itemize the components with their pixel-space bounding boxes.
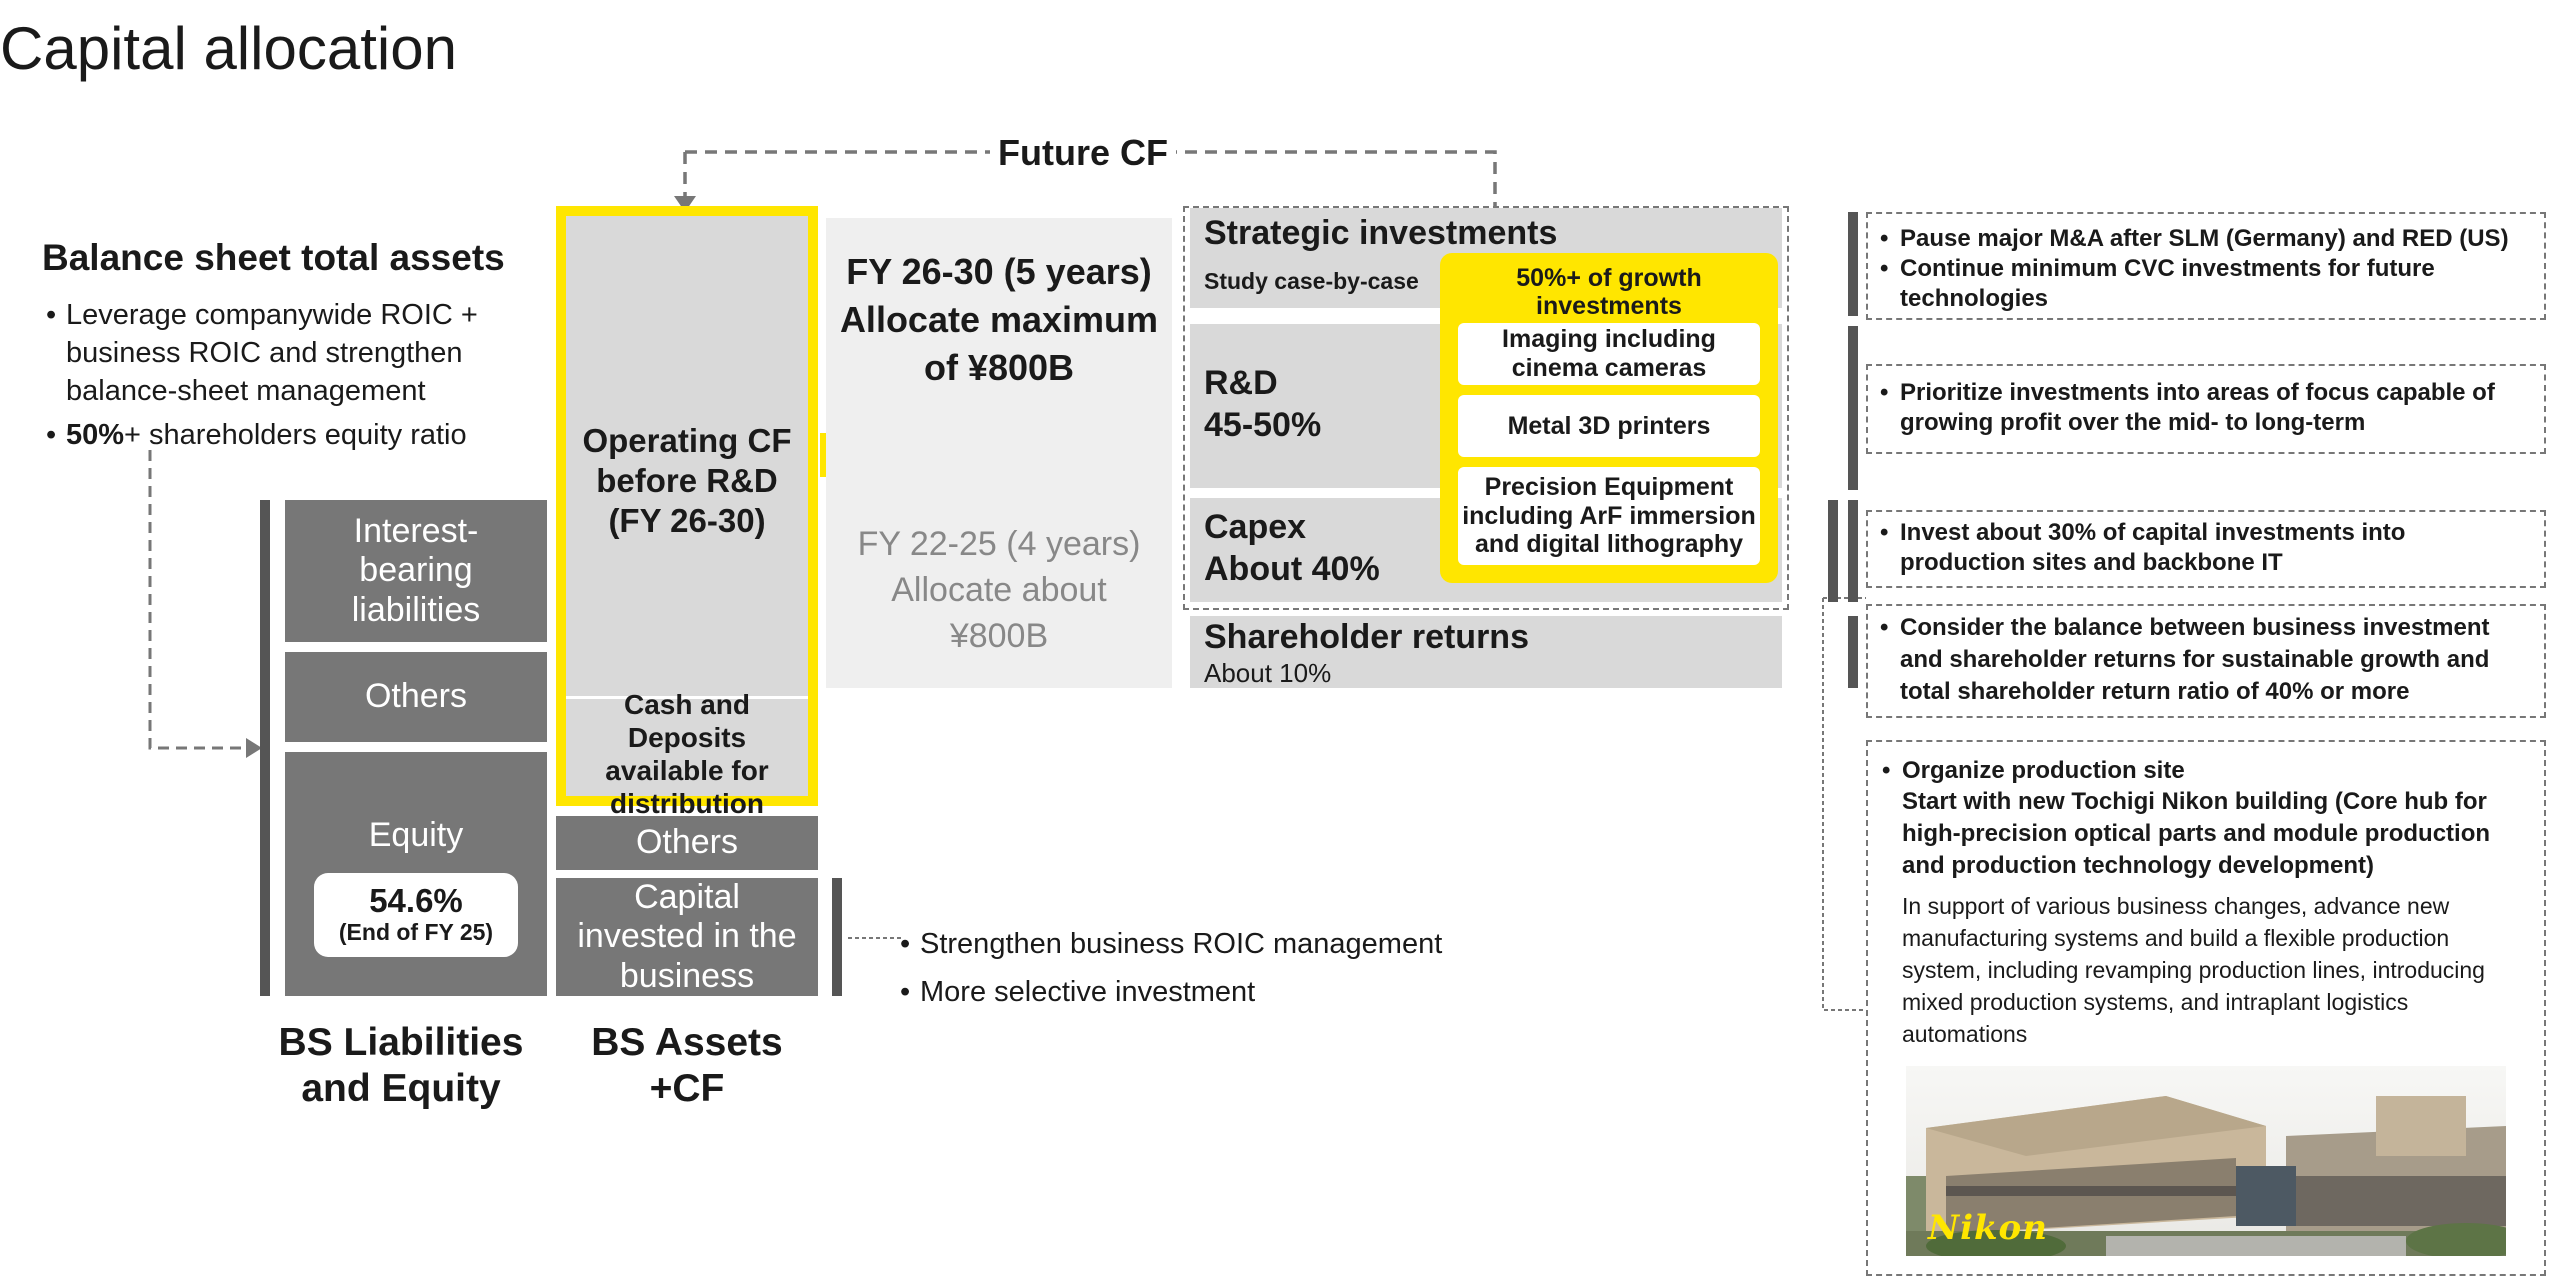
growth-item-imaging: Imaging including cinema cameras [1458, 323, 1760, 385]
shareholder-returns-title: Shareholder returns [1204, 618, 1529, 656]
assets-column-label: BS Assets +CF [591, 1021, 783, 1110]
interest-bearing-liabilities-block: Interest-bearing liabilities [285, 500, 547, 642]
growth-investments-dashed-outline [1183, 206, 1789, 610]
equity-ratio-note: (End of FY 25) [338, 919, 494, 946]
strategic-investments-title: Strategic investments [1204, 214, 1558, 252]
growth-item-precision: Precision Equipment including ArF immers… [1458, 467, 1760, 565]
liabilities-bracket-bar [260, 500, 270, 996]
production-notes-box: Organize production site Start with new … [1866, 740, 2546, 1276]
operating-cf-block: Operating CF before R&D (FY 26-30) Cash … [556, 206, 818, 819]
allocation-previous: FY 22-25 (4 years) Allocate about ¥800B [857, 525, 1141, 655]
capex-bracket-bar-outer [1828, 500, 1838, 602]
growth-investments-title: 50%+ of growth investments [1516, 264, 1702, 320]
capex-note: Invest about 30% of capital investments … [1880, 518, 2532, 578]
equity-ratio-text: + shareholders equity ratio [124, 419, 467, 451]
equity-arrowhead [246, 738, 262, 758]
rd-note: Prioritize investments into areas of foc… [1880, 378, 2532, 438]
production-note-body: In support of various business changes, … [1902, 893, 2485, 1047]
assets-others-block: Others [556, 816, 818, 870]
capex-share: About 40% [1204, 550, 1380, 588]
production-note-title: Organize production site [1882, 756, 2530, 786]
roic-note: More selective investment [900, 968, 1500, 1016]
operating-cf-label: Operating CF before R&D (FY 26-30) [582, 422, 792, 539]
balance-sheet-bullet: Leverage companywide ROIC + business ROI… [46, 296, 546, 410]
tochigi-building-photo: Nikon [1906, 1066, 2506, 1256]
shareholder-note: Consider the balance between business in… [1880, 612, 2532, 708]
production-note-bold: Start with new Tochigi Nikon building (C… [1902, 788, 2491, 879]
liabilities-others-block: Others [285, 652, 547, 742]
strategic-note: Pause major M&A after SLM (Germany) and … [1880, 224, 2532, 254]
capex-notes-box: Invest about 30% of capital investments … [1866, 510, 2546, 588]
equity-block: Equity 54.6% (End of FY 25) [285, 752, 547, 996]
nikon-logo: Nikon [1928, 1208, 2048, 1248]
strategic-bracket-bar [1848, 212, 1858, 316]
page-title: Capital allocation [0, 15, 457, 82]
roic-note: Strengthen business ROIC management [900, 920, 1500, 968]
roic-notes: Strengthen business ROIC management More… [900, 920, 1500, 1016]
shareholder-notes-box: Consider the balance between business in… [1866, 604, 2546, 718]
shareholder-bracket-bar [1848, 616, 1858, 688]
rd-bracket-bar [1848, 326, 1858, 490]
balance-sheet-bullet: 50%+ shareholders equity ratio [46, 416, 546, 454]
balance-sheet-heading: Balance sheet total assets [42, 237, 505, 278]
capital-invested-bracket-bar [832, 878, 842, 996]
allocation-current: FY 26-30 (5 years) Allocate maximum of ¥… [839, 251, 1159, 388]
shareholder-returns-block: Shareholder returns About 10% [1190, 616, 1782, 688]
strategic-investments-sub: Study case-by-case [1204, 268, 1419, 294]
equity-label: Equity [368, 816, 464, 854]
rd-notes-box: Prioritize investments into areas of foc… [1866, 364, 2546, 454]
equity-ratio-target: 50% [66, 419, 125, 451]
equity-ratio-badge: 54.6% (End of FY 25) [314, 873, 518, 958]
rd-title: R&D [1204, 364, 1278, 402]
shareholder-returns-share: About 10% [1204, 658, 1332, 688]
future-cf-label: Future CF [990, 132, 1176, 174]
balance-sheet-bullets: Leverage companywide ROIC + business ROI… [46, 296, 546, 454]
allocation-panel [826, 218, 1172, 688]
capex-title: Capex [1204, 508, 1307, 546]
strategic-note: Continue minimum CVC investments for fut… [1880, 254, 2532, 314]
liabilities-column-label: BS Liabilities and Equity [278, 1021, 524, 1110]
strategic-notes-box: Pause major M&A after SLM (Germany) and … [1866, 212, 2546, 320]
rd-share: 45-50% [1204, 406, 1322, 444]
cash-deposits-label: Cash and Deposits available for distribu… [605, 689, 769, 819]
growth-investments-box: 50%+ of growth investments Imaging inclu… [1440, 253, 1778, 583]
equity-ratio-value: 54.6% [369, 882, 463, 920]
tochigi-building-illustration [1906, 1066, 2506, 1256]
future-cf-arrowhead [674, 196, 696, 212]
capex-bracket-bar [1848, 500, 1858, 602]
capital-invested-block: Capital invested in the business [556, 878, 818, 996]
growth-item-metal-3d: Metal 3D printers [1458, 395, 1760, 457]
